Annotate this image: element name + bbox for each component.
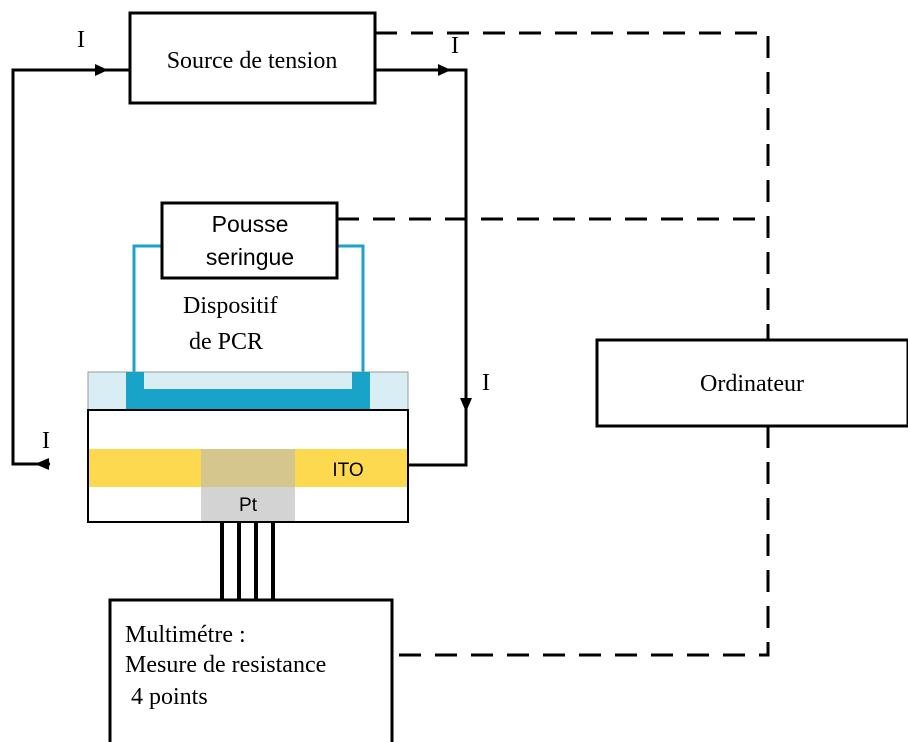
pcr-chip: ITO Pt — [87, 371, 409, 523]
voltage-source: Source de tension — [128, 11, 377, 105]
pcr-label-line2: de PCR — [189, 329, 263, 355]
voltage-source-label: Source de tension — [167, 48, 338, 74]
multimeter-to-computer-line — [392, 426, 770, 657]
current-label-left: I — [42, 428, 50, 454]
current-loop — [11, 68, 468, 467]
tube-left — [132, 244, 162, 378]
control-lines — [337, 31, 770, 657]
tube-right — [337, 244, 365, 378]
ito-label: ITO — [332, 460, 363, 481]
right-wire — [375, 68, 468, 467]
left-wire — [11, 68, 130, 466]
current-label-top-right: I — [451, 33, 459, 59]
current-label-top-left: I — [77, 27, 85, 53]
arrow-right-icon — [95, 64, 108, 76]
syringe-pump-label-line1: Pousse — [212, 211, 289, 237]
fluid-tubes — [132, 244, 365, 378]
platinum-layer — [201, 487, 295, 521]
probe-wires — [220, 522, 275, 600]
ito-pt-overlap — [201, 449, 295, 487]
microchannel — [126, 372, 370, 409]
current-arrows — [35, 64, 472, 470]
multimeter-label-line3: 4 points — [125, 684, 208, 710]
pt-label: Pt — [239, 495, 258, 516]
multimeter-label-line1: Multimétre : — [125, 622, 246, 648]
arrow-down-icon — [460, 398, 472, 412]
computer: Ordinateur — [595, 338, 908, 428]
syringe-pump-label-line2: seringue — [206, 244, 294, 270]
computer-label: Ordinateur — [700, 371, 804, 397]
syringe-pump: Pousse seringue — [160, 201, 339, 280]
current-label-right: I — [482, 370, 490, 396]
arrow-right-icon — [438, 64, 451, 76]
arrow-left-icon — [35, 458, 49, 470]
source-to-computer-line — [375, 31, 770, 340]
pcr-label-line1: Dispositif — [183, 293, 278, 319]
multimeter: Multimétre : Mesure de resistance 4 poin… — [108, 598, 394, 742]
multimeter-label-line2: Mesure de resistance — [125, 652, 326, 678]
